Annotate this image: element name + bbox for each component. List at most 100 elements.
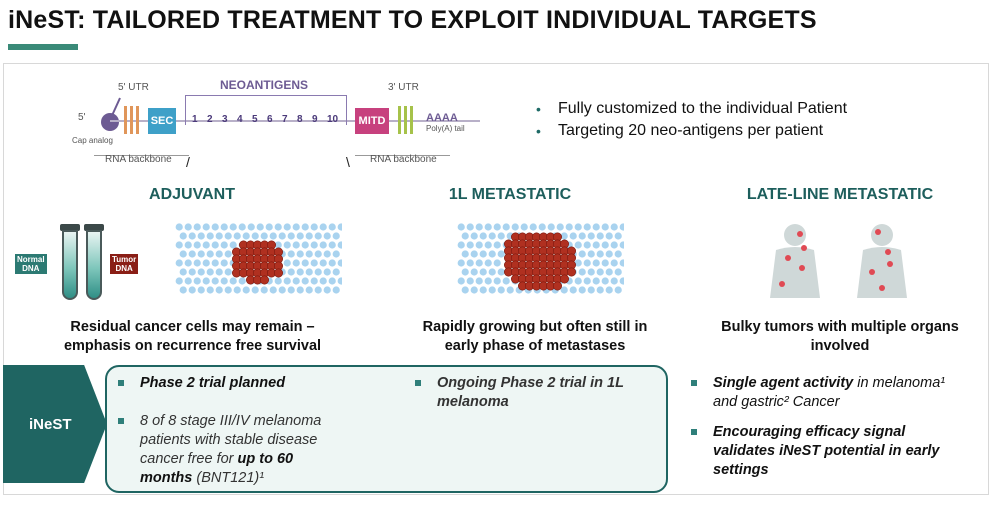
healthy-cell [474,240,484,250]
utr5-label: 5' UTR [118,82,149,93]
adjuvant-caption-line: emphasis on recurrence free survival [63,338,322,354]
healthy-cell [273,222,283,232]
adjuvant-caption: Residual cancer cells may remain – empha… [40,318,345,356]
adjuvant-item-text: patients with stable disease [140,432,318,448]
healthy-cell [483,276,493,286]
healthy-cell [196,249,206,259]
tumor-cell [274,268,284,278]
healthy-cell [501,222,511,232]
utr3-bar [404,106,407,134]
healthy-cell [492,222,502,232]
healthy-cell [223,231,233,241]
adjuvant-tumor-illustration [174,222,342,295]
key-points-list: Fully customized to the individual Patie… [536,98,847,142]
healthy-cell [474,258,484,268]
healthy-cell [600,276,610,286]
healthy-cell [469,231,479,241]
backbone-left-line [94,138,189,156]
healthy-cell [613,285,623,295]
healthy-cell [309,258,319,268]
healthy-cell [174,222,184,232]
healthy-cell [300,258,310,268]
healthy-cell [582,240,592,250]
healthy-cell [304,267,314,277]
late-line-item-text: validates iNeST potential in early [713,443,940,459]
first-line-item-text: Ongoing Phase 2 trial in 1L [437,375,624,391]
healthy-cell [183,240,193,250]
healthy-cell [282,258,292,268]
healthy-cell [300,222,310,232]
healthy-cell [232,285,242,295]
healthy-cell [546,222,556,232]
bullet-square [691,380,697,386]
healthy-cell [318,222,328,232]
healthy-cell [192,222,202,232]
healthy-cell [460,285,470,295]
healthy-cell [469,285,479,295]
late-line-item: Single agent activity in melanoma¹ and g… [691,374,945,412]
healthy-cell [613,267,623,277]
polya-aaaa: AAAA [426,112,458,124]
healthy-cell [501,276,511,286]
healthy-cell [313,285,323,295]
healthy-cell [223,285,233,295]
healthy-cell [577,267,587,277]
healthy-cell [304,285,314,295]
adjuvant-caption-line: Residual cancer cells may remain – [70,319,315,335]
healthy-cell [577,285,587,295]
healthy-cell [564,222,574,232]
healthy-cell [327,222,337,232]
bullet-square [118,418,124,424]
neoantigen-number: 8 [297,114,303,125]
cap-analog-icon [101,97,121,131]
healthy-cell [237,276,247,286]
healthy-cell [336,240,342,250]
healthy-cell [318,240,328,250]
tumor-dna-label: Tumor [112,255,137,264]
adjuvant-item-emphasis: months [140,470,193,486]
healthy-cell [465,258,475,268]
neoantigen-number: 4 [237,114,243,125]
healthy-cell [187,231,197,241]
first-line-caption-line: Rapidly growing but often still in [422,319,648,335]
healthy-cell [232,231,242,241]
healthy-cell [309,240,319,250]
healthy-cell [241,231,251,241]
healthy-cell [219,258,229,268]
healthy-cell [586,249,596,259]
healthy-cell [496,231,506,241]
healthy-cell [295,231,305,241]
healthy-cell [210,222,220,232]
healthy-cell [201,276,211,286]
adjuvant-item: 8 of 8 stage III/IV melanoma patients wi… [118,412,400,488]
neoantigen-number: 1 [192,114,198,125]
tube-cap [60,224,80,231]
healthy-cell [496,285,506,295]
healthy-cell [568,285,578,295]
first-line-item: Ongoing Phase 2 trial in 1L melanoma [415,374,624,412]
utr3-bar [410,106,413,134]
healthy-cell [183,276,193,286]
healthy-cell [582,276,592,286]
healthy-cell [322,285,332,295]
healthy-cell [336,222,342,232]
bullet-square [691,429,697,435]
healthy-cell [586,267,596,277]
late-line-caption: Bulky tumors with multiple organs involv… [700,318,980,356]
healthy-cell [609,276,619,286]
healthy-cell [255,222,265,232]
neoantigen-number: 3 [222,114,228,125]
healthy-cell [573,240,583,250]
healthy-cell [609,240,619,250]
adjuvant-item: Phase 2 trial planned [118,374,285,393]
tumor-dna-tag: Tumor DNA [110,254,139,274]
late-line-item-text: settings [713,462,769,478]
healthy-cell [214,267,224,277]
healthy-cell [510,222,520,232]
healthy-cell [586,285,596,295]
utr5-bar [124,106,127,134]
late-line-item-text: Encouraging efficacy signal [713,424,906,440]
healthy-cell [313,267,323,277]
healthy-cell [318,258,328,268]
healthy-cell [577,249,587,259]
